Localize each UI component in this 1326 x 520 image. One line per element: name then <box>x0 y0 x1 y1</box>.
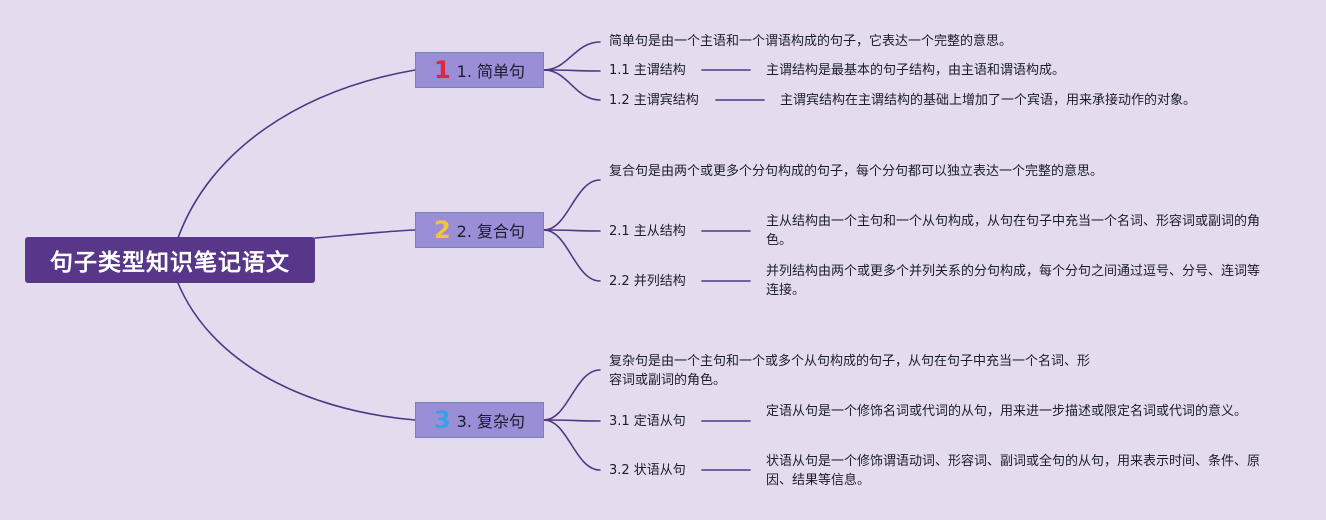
branch-label-2: 2. 复合句 <box>456 222 526 241</box>
branch-topic-1[interactable]: 1 1. 简单句 <box>415 52 544 88</box>
branch-2-item-2-detail: 并列结构由两个或更多个并列关系的分句构成，每个分句之间通过逗号、分号、连词等连接… <box>766 264 1261 298</box>
branch-3-description: 复杂句是由一个主句和一个或多个从句构成的句子，从句在句子中充当一个名词、形容词或… <box>609 354 1091 388</box>
branch-3-item-1-detail: 定语从句是一个修饰名词或代词的从句，用来进一步描述或限定名词或代词的意义。 <box>766 404 1248 419</box>
connector-b3-item2 <box>543 419 601 471</box>
branch-2-item-1-detail: 主从结构由一个主句和一个从句构成，从句在句子中充当一个名词、形容词或副词的角色。 <box>766 214 1261 248</box>
connector-b3-desc <box>543 369 601 421</box>
branch-3-item-2-detail: 状语从句是一个修饰谓语动词、形容词、副词或全句的从句，用来表示时间、条件、原因、… <box>766 454 1261 488</box>
connector-root-branch-1 <box>177 69 416 239</box>
branch-label-3: 3. 复杂句 <box>456 412 526 431</box>
branch-1-item-2-label: 1.2 主谓宾结构 <box>609 93 699 108</box>
branch-topic-3[interactable]: 3 3. 复杂句 <box>415 402 544 438</box>
number-badge-2: 2 <box>433 216 451 244</box>
branch-1-item-1-detail: 主谓结构是最基本的句子结构，由主语和谓语构成。 <box>766 63 1066 78</box>
connector-root-branch-3 <box>177 282 416 421</box>
connector-b3-item1 <box>543 419 601 422</box>
branch-1-item-2-detail: 主谓宾结构在主谓结构的基础上增加了一个宾语，用来承接动作的对象。 <box>780 93 1197 108</box>
root-topic[interactable]: 句子类型知识笔记语文 <box>25 237 315 283</box>
branch-1-item-1-label: 1.1 主谓结构 <box>609 63 686 78</box>
connector-root-branch-2 <box>314 229 416 239</box>
connector-b1-item2 <box>543 69 601 101</box>
branch-2-item-2-label: 2.2 并列结构 <box>609 274 686 289</box>
branch-topic-2[interactable]: 2 2. 复合句 <box>415 212 544 248</box>
connector-b2-item1 <box>543 229 601 232</box>
root-title: 句子类型知识笔记语文 <box>50 250 290 276</box>
branch-label-1: 1. 简单句 <box>456 62 526 81</box>
connector-b2-desc <box>543 179 601 231</box>
branch-3-item-2-label: 3.2 状语从句 <box>609 463 686 478</box>
branch-2-item-1-label: 2.1 主从结构 <box>609 224 686 239</box>
branch-1-description: 简单句是由一个主语和一个谓语构成的句子，它表达一个完整的意思。 <box>609 34 1013 49</box>
number-badge-1: 1 <box>433 56 451 84</box>
branch-3-item-1-label: 3.1 定语从句 <box>609 414 686 429</box>
number-badge-3: 3 <box>433 406 451 434</box>
connector-b2-item2 <box>543 229 601 282</box>
branch-2-description: 复合句是由两个或更多个分句构成的句子，每个分句都可以独立表达一个完整的意思。 <box>609 164 1104 179</box>
connector-b1-desc <box>543 41 601 71</box>
